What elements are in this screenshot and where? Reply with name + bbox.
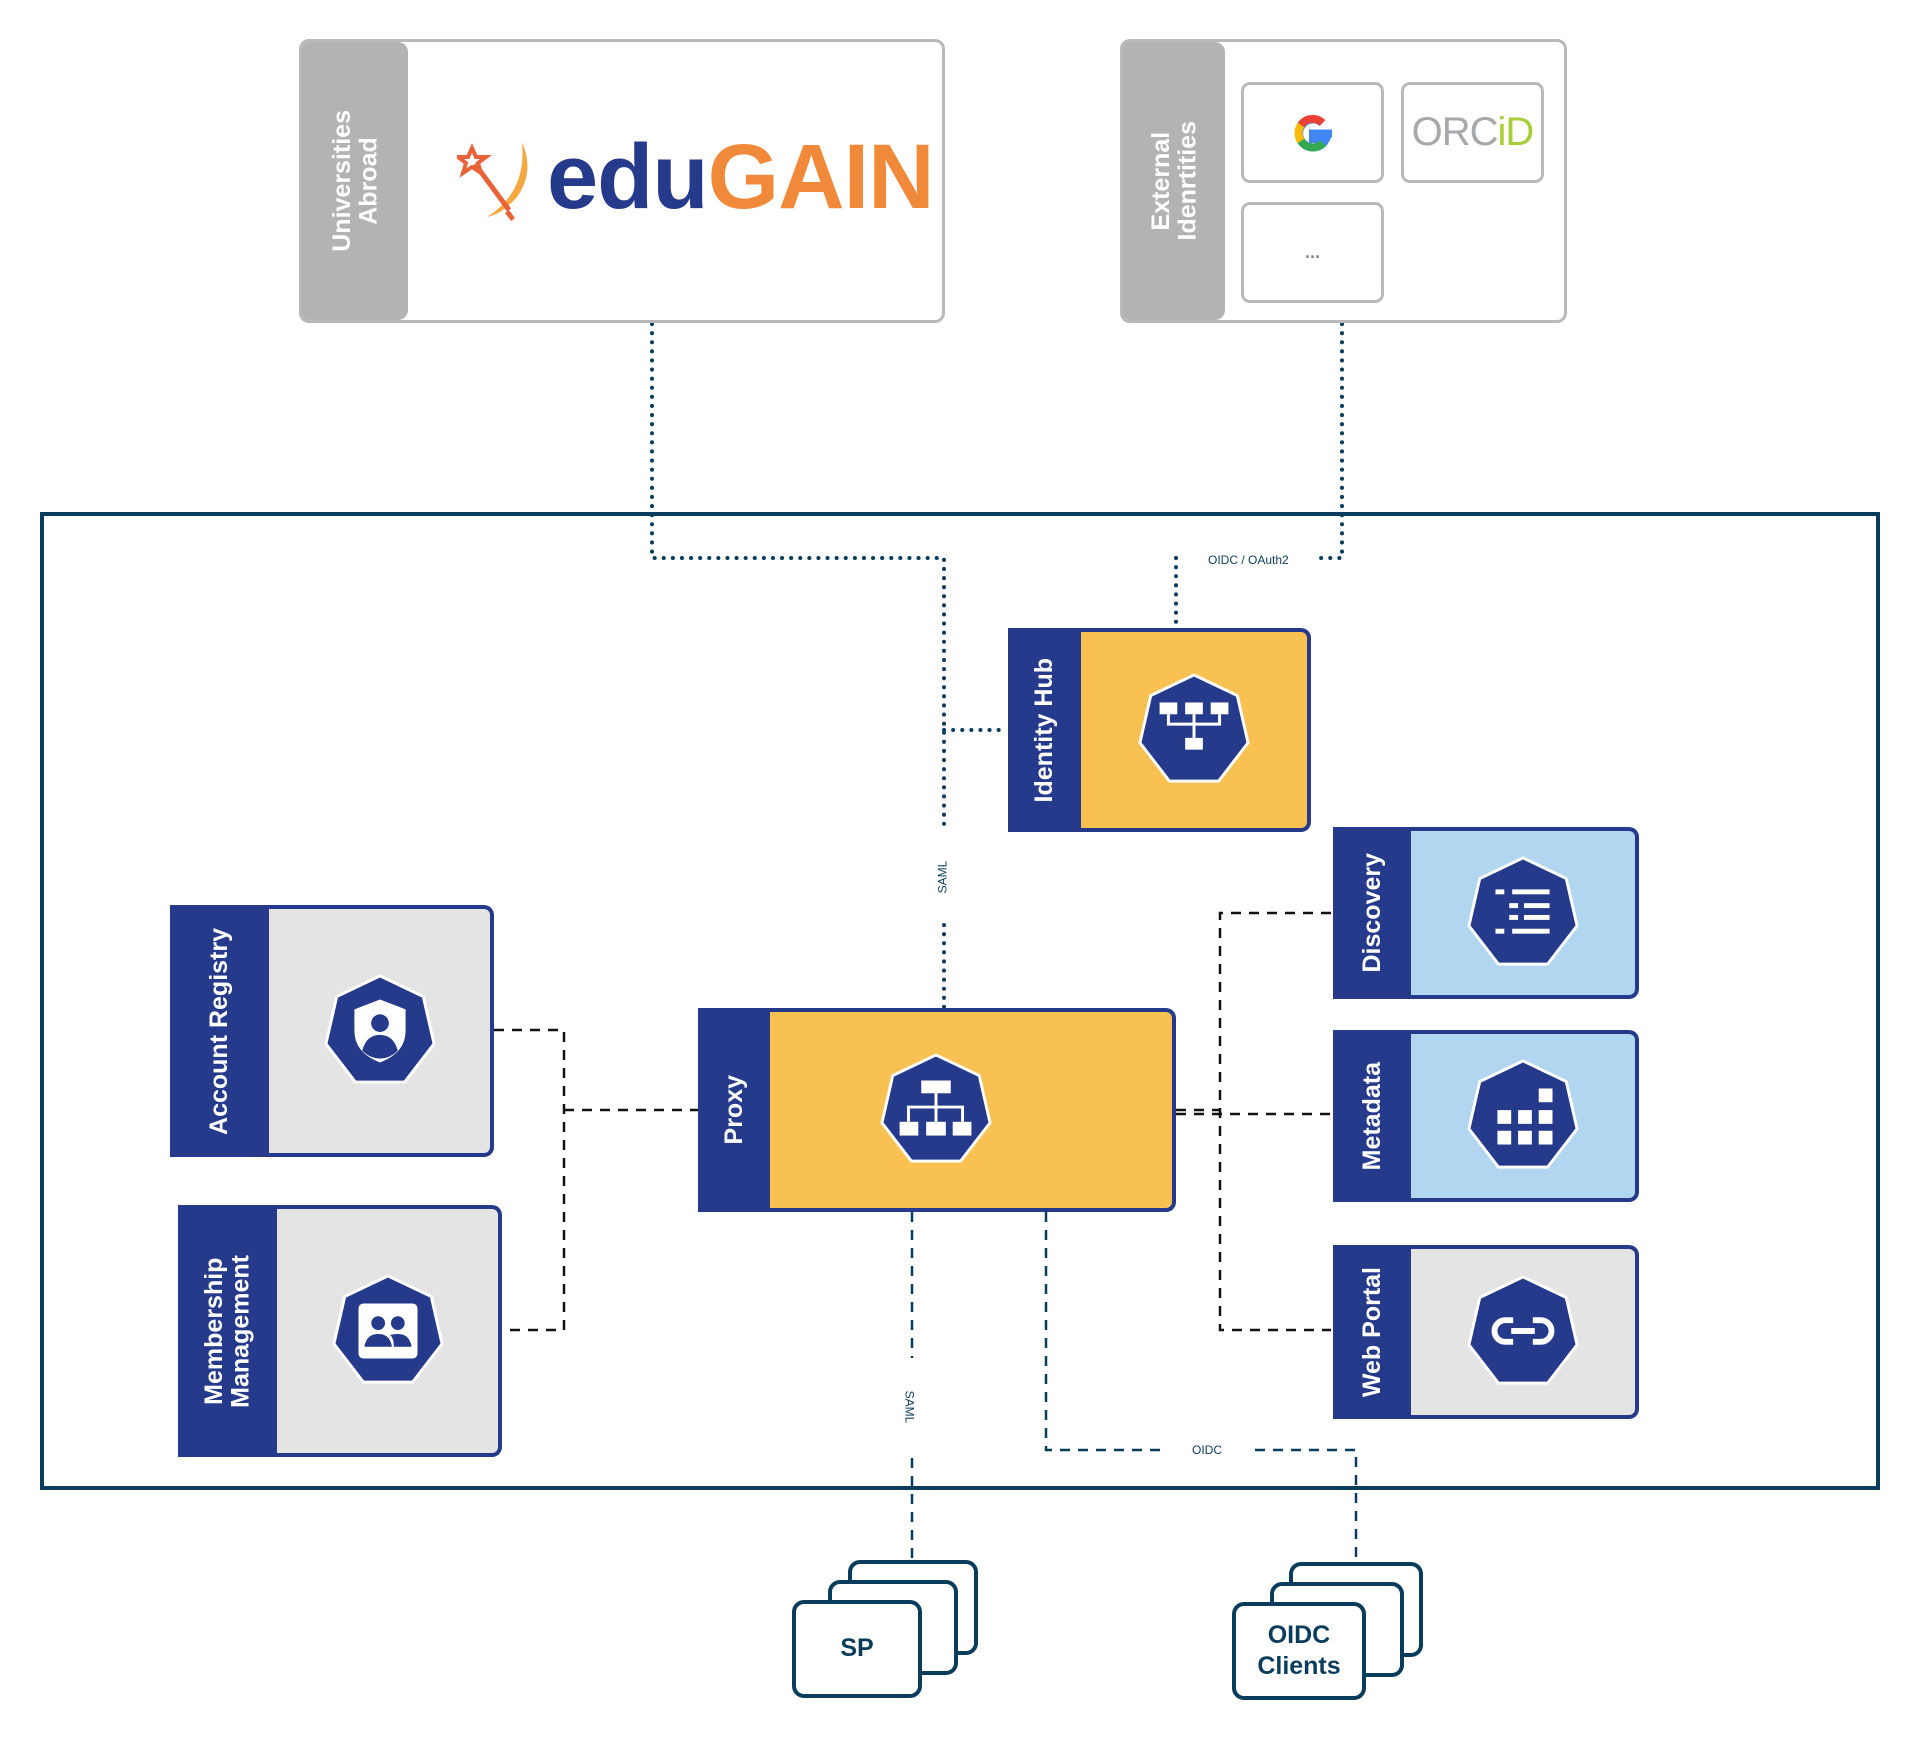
platform-frame	[40, 512, 1880, 1490]
discovery-service[interactable]: Discovery	[1333, 827, 1639, 999]
edugain-logo-gain: GAIN	[707, 126, 935, 228]
web-portal-service[interactable]: Web Portal	[1333, 1245, 1639, 1419]
saml-lower-label: SAML	[902, 1390, 917, 1424]
oidc-clients-card[interactable]: OIDC Clients	[1232, 1602, 1366, 1700]
sp-card[interactable]: SP	[792, 1600, 922, 1698]
oidc-oauth2-label: OIDC / OAuth2	[1208, 553, 1289, 567]
edugain-logo-edu: edu	[547, 126, 709, 228]
membership-management-label-line2: Management	[226, 1254, 255, 1408]
user-shield-icon	[323, 974, 436, 1084]
identity-hub-label: Identity Hub	[1030, 657, 1059, 803]
proxy-service[interactable]: Proxy	[698, 1008, 1176, 1212]
proxy-label: Proxy	[719, 1075, 748, 1145]
more-identities-tile[interactable]: ...	[1241, 202, 1384, 303]
google-tile[interactable]	[1241, 82, 1384, 183]
universities-abroad-box: Universities Abroad eduGAIN	[299, 39, 945, 323]
account-registry-service[interactable]: Account Registry	[170, 905, 494, 1157]
orcid-logo: ORCiD	[1411, 110, 1535, 154]
web-portal-label: Web Portal	[1357, 1266, 1386, 1398]
saml-upper-label: SAML	[935, 860, 950, 894]
universities-abroad-side-label: Universities Abroad	[302, 42, 408, 320]
edugain-key-icon	[457, 142, 528, 221]
oidc-clients-label-line2: Clients	[1257, 1652, 1341, 1680]
list-icon	[1467, 856, 1579, 966]
membership-management-label-line1: Membership	[200, 1257, 229, 1405]
metadata-label: Metadata	[1357, 1061, 1386, 1171]
federation-hierarchy-icon	[1138, 673, 1250, 783]
membership-management-service[interactable]: Membership Management	[178, 1205, 502, 1457]
oidc-clients-label-line1: OIDC	[1267, 1620, 1331, 1649]
account-registry-label: Account Registry	[205, 927, 234, 1135]
google-icon	[1294, 114, 1332, 151]
link-icon	[1467, 1275, 1579, 1385]
sp-label: SP	[840, 1634, 874, 1663]
metadata-service[interactable]: Metadata	[1333, 1030, 1639, 1202]
grid-blocks-icon	[1467, 1059, 1579, 1169]
edugain-logo: eduGAIN	[457, 122, 935, 232]
group-icon	[331, 1274, 444, 1384]
external-identities-side-label: External Idenrtities	[1123, 42, 1225, 320]
more-identities-label: ...	[1304, 242, 1320, 262]
discovery-label: Discovery	[1357, 853, 1386, 973]
oidc-lower-label: OIDC	[1192, 1443, 1222, 1457]
external-identities-box: External Idenrtities ORCiD ...	[1120, 39, 1567, 323]
orcid-tile[interactable]: ORCiD	[1401, 82, 1544, 183]
sitemap-icon	[880, 1053, 992, 1163]
identity-hub-service[interactable]: Identity Hub	[1008, 628, 1311, 832]
